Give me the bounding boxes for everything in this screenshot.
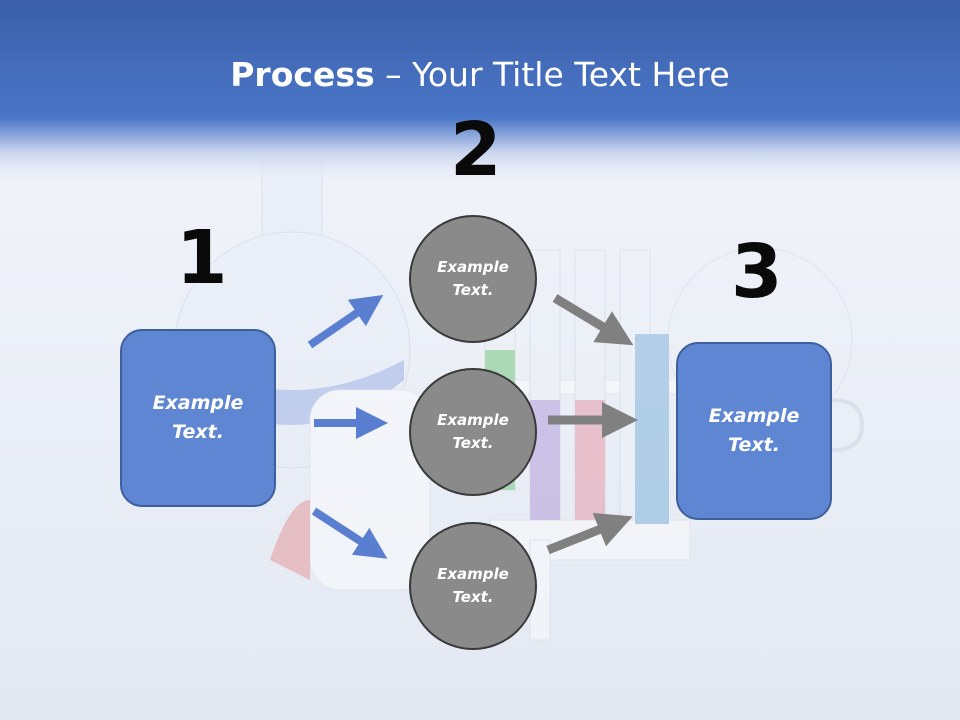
title-rest: – Your Title Text Here (374, 55, 730, 94)
blue-arrow-down (311, 507, 388, 559)
step-2-circle-middle: Example Text. (409, 368, 537, 496)
gray-arrow-down (552, 294, 634, 346)
step-1-box: Example Text. (120, 329, 276, 507)
circle-text: Example Text. (437, 565, 509, 606)
circle-text: Example Text. (437, 258, 509, 299)
gray-arrow-up (546, 512, 633, 555)
blue-arrow-up (307, 294, 384, 349)
slide-title: Process – Your Title Text Here (0, 52, 960, 98)
step-2-circle-top: Example Text. (409, 215, 537, 343)
step-number-3: 3 (731, 229, 783, 315)
title-bold-word: Process (230, 55, 375, 94)
step-3-box: Example Text. (676, 342, 832, 520)
step-3-box-text: Example Text. (708, 405, 800, 456)
circle-text: Example Text. (437, 411, 509, 452)
step-number-2: 2 (450, 107, 502, 193)
step-2-circle-bottom: Example Text. (409, 522, 537, 650)
step-1-box-text: Example Text. (152, 392, 244, 443)
step-number-1: 1 (176, 215, 228, 301)
